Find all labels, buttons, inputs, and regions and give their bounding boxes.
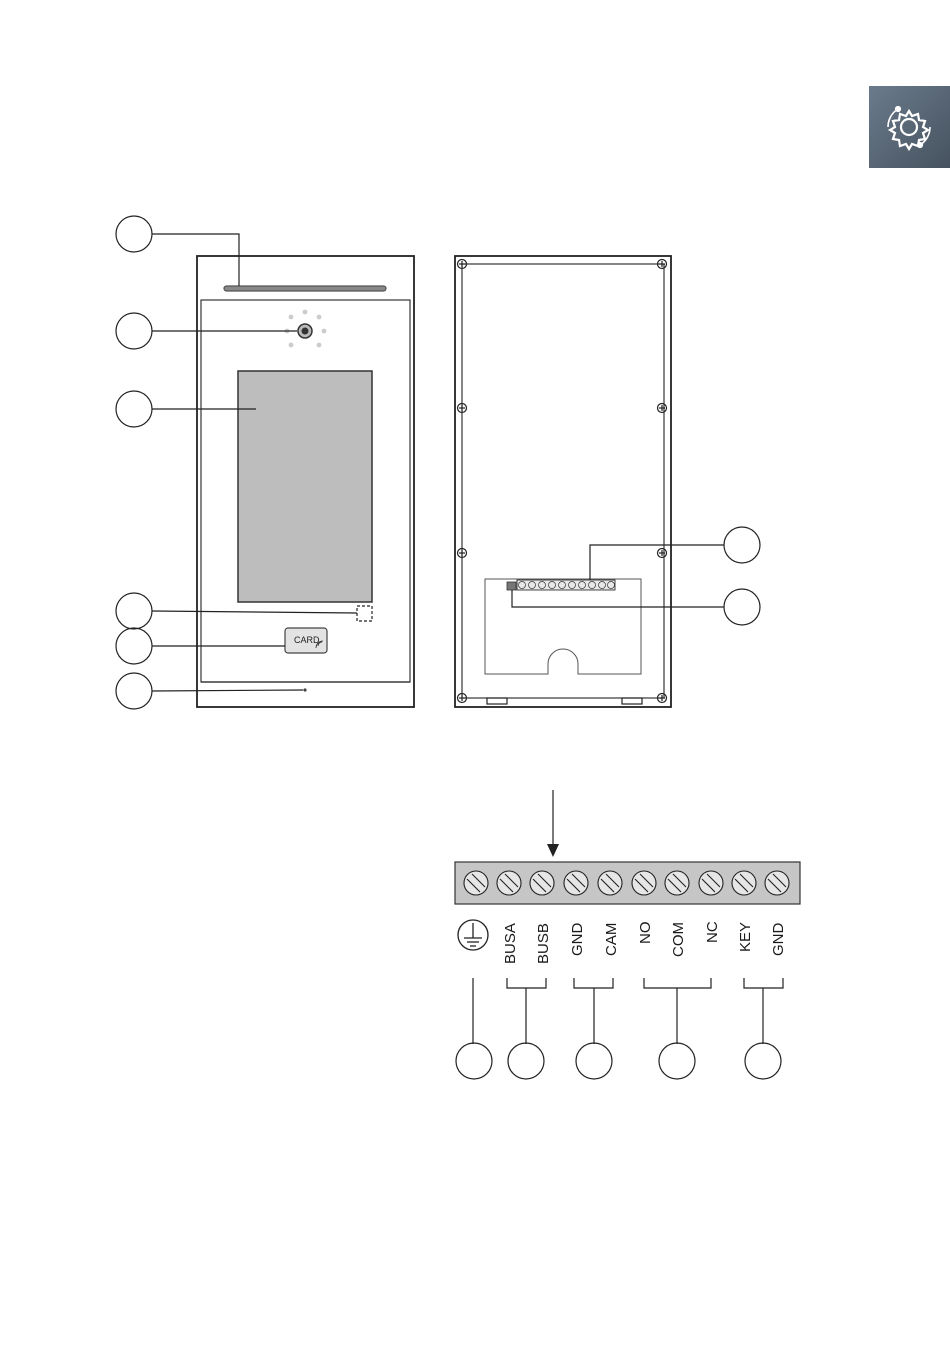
terminal-labels: BUSA BUSB GND CAM NO COM NC KEY GND xyxy=(502,921,787,964)
terminal-label: COM xyxy=(670,922,687,957)
terminal-label: GND xyxy=(770,923,787,957)
terminal-label: NC xyxy=(704,921,721,943)
mini-terminal-strip xyxy=(507,580,615,590)
terminal-label: BUSA xyxy=(502,923,519,964)
terminal-detail-arrow xyxy=(547,790,559,857)
back-panel xyxy=(455,256,671,707)
microphone xyxy=(303,688,306,691)
light-sensor xyxy=(357,606,372,621)
terminal-label: KEY xyxy=(737,922,754,952)
camera xyxy=(298,324,312,338)
display-screen xyxy=(238,371,372,602)
terminal-group-brackets xyxy=(473,978,783,1044)
terminal-label: NO xyxy=(637,922,654,945)
wiring-compartment xyxy=(485,579,641,674)
terminal-block xyxy=(455,862,800,904)
terminal-callouts xyxy=(456,1043,781,1079)
card-reader-label: CARD xyxy=(294,635,320,645)
terminal-label: GND xyxy=(569,923,586,957)
earth-ground-icon xyxy=(458,920,488,950)
back-callouts xyxy=(512,527,760,625)
mounting-screws xyxy=(458,260,667,703)
speaker-slot xyxy=(224,286,386,291)
terminal-label: BUSB xyxy=(535,923,552,964)
terminal-label: CAM xyxy=(603,923,620,956)
